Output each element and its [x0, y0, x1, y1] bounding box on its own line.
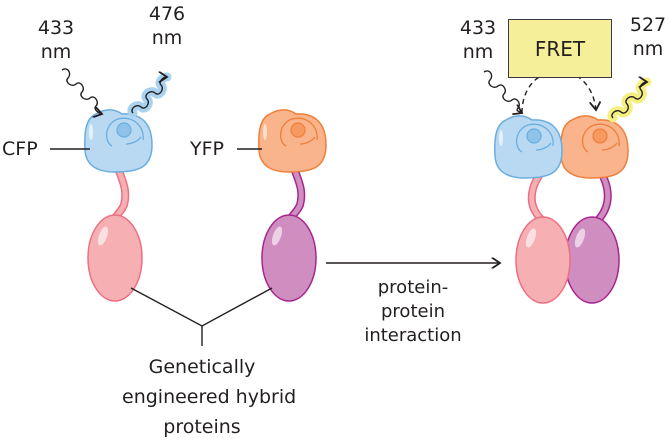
caption-line-2: engineered hybrid — [122, 386, 297, 408]
emission-value-left: 476 — [148, 3, 186, 25]
cfp-protein-left — [50, 109, 153, 302]
excitation-unit-right: nm — [462, 41, 494, 63]
interaction-label-line-3: interaction — [364, 325, 462, 346]
excitation-value-left: 433 — [37, 17, 75, 39]
caption-bracket — [130, 287, 273, 327]
emission-wave-left — [131, 77, 167, 114]
emission-wavelength-right: 527 nm — [626, 13, 670, 61]
cfp-barrel-right — [494, 115, 563, 179]
emission-value-right: 527 — [629, 14, 667, 36]
purple-domain-right — [564, 216, 620, 304]
fret-label: FRET — [534, 36, 586, 61]
fret-box: FRET — [508, 19, 612, 78]
pink-domain-right — [515, 216, 571, 304]
emission-glow-right — [607, 77, 652, 123]
excitation-wavelength-left: 433 nm — [34, 16, 78, 64]
excitation-unit-left: nm — [40, 41, 72, 63]
excitation-wave-right — [483, 70, 522, 113]
interaction-label: protein- protein interaction — [363, 276, 463, 348]
emission-wave-right — [611, 82, 647, 119]
hybrid-proteins-caption: Genetically engineered hybrid proteins — [122, 352, 297, 442]
yfp-chromophore-right — [592, 128, 608, 144]
cfp-chromophore-right — [526, 128, 542, 144]
purple-domain-left — [261, 214, 317, 302]
caption-line-3: proteins — [163, 416, 241, 438]
emission-unit-left: nm — [151, 27, 183, 49]
interaction-label-line-1: protein- — [377, 277, 449, 298]
emission-glow-left — [127, 72, 172, 118]
interaction-label-line-2: protein — [381, 301, 445, 322]
cfp-chromophore — [116, 122, 132, 138]
yfp-chromophore — [290, 122, 306, 138]
emission-wavelength-left: 476 nm — [145, 2, 189, 50]
yfp-protein-left — [237, 109, 327, 302]
excitation-value-right: 433 — [459, 17, 497, 39]
fret-complex — [494, 115, 629, 304]
yfp-barrel — [258, 109, 327, 173]
emission-unit-right: nm — [632, 38, 664, 60]
cfp-label: CFP — [2, 138, 38, 160]
excitation-wave-left — [61, 68, 102, 114]
cfp-barrel — [84, 109, 153, 173]
yfp-label: YFP — [190, 138, 224, 160]
excitation-wavelength-right: 433 nm — [456, 16, 500, 64]
pink-domain-left — [87, 214, 143, 302]
caption-line-1: Genetically — [148, 356, 256, 378]
